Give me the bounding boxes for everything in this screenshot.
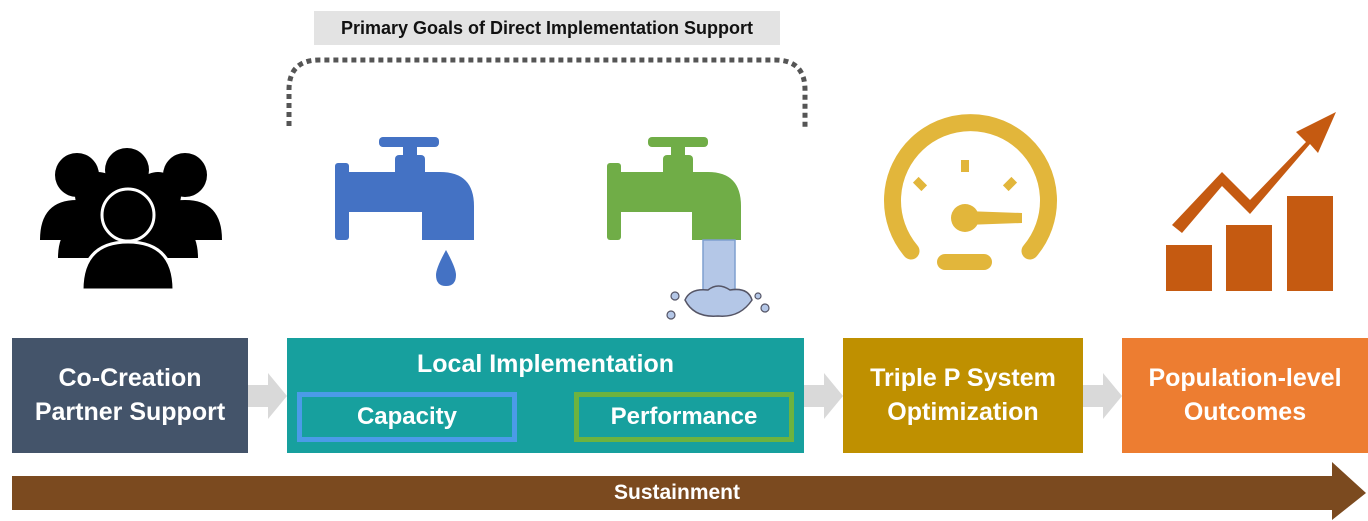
people-group-icon	[40, 148, 222, 292]
capacity-box: Capacity	[297, 392, 517, 442]
stage-cocreation-line1: Co-Creation	[58, 363, 202, 392]
speedometer-icon	[884, 114, 1057, 270]
sustainment-arrow	[12, 462, 1366, 520]
stage-triplep: Triple P System Optimization	[843, 338, 1083, 453]
dripping-faucet-icon	[335, 137, 474, 286]
stage-cocreation-line2: Partner Support	[34, 397, 226, 426]
goals-bracket	[286, 57, 808, 128]
connector-arrow-3	[1083, 373, 1122, 419]
connector-arrow-2	[804, 373, 843, 419]
stage-triplep-line2: Optimization	[887, 397, 1039, 426]
growth-chart-icon	[1166, 112, 1336, 291]
sustainment-label: Sustainment	[613, 481, 741, 504]
stage-population-line1: Population-level	[1148, 363, 1342, 392]
stage-triplep-line1: Triple P System	[870, 363, 1056, 392]
goals-label: Primary Goals of Direct Implementation S…	[314, 11, 780, 45]
connector-arrow-1	[248, 373, 287, 419]
performance-box: Performance	[574, 392, 794, 442]
flowing-faucet-icon	[607, 137, 770, 320]
stage-population-line2: Outcomes	[1183, 397, 1307, 426]
stage-local-title: Local Implementation	[417, 350, 674, 378]
stage-population: Population-level Outcomes	[1122, 338, 1368, 453]
stage-cocreation: Co-Creation Partner Support	[12, 338, 248, 453]
